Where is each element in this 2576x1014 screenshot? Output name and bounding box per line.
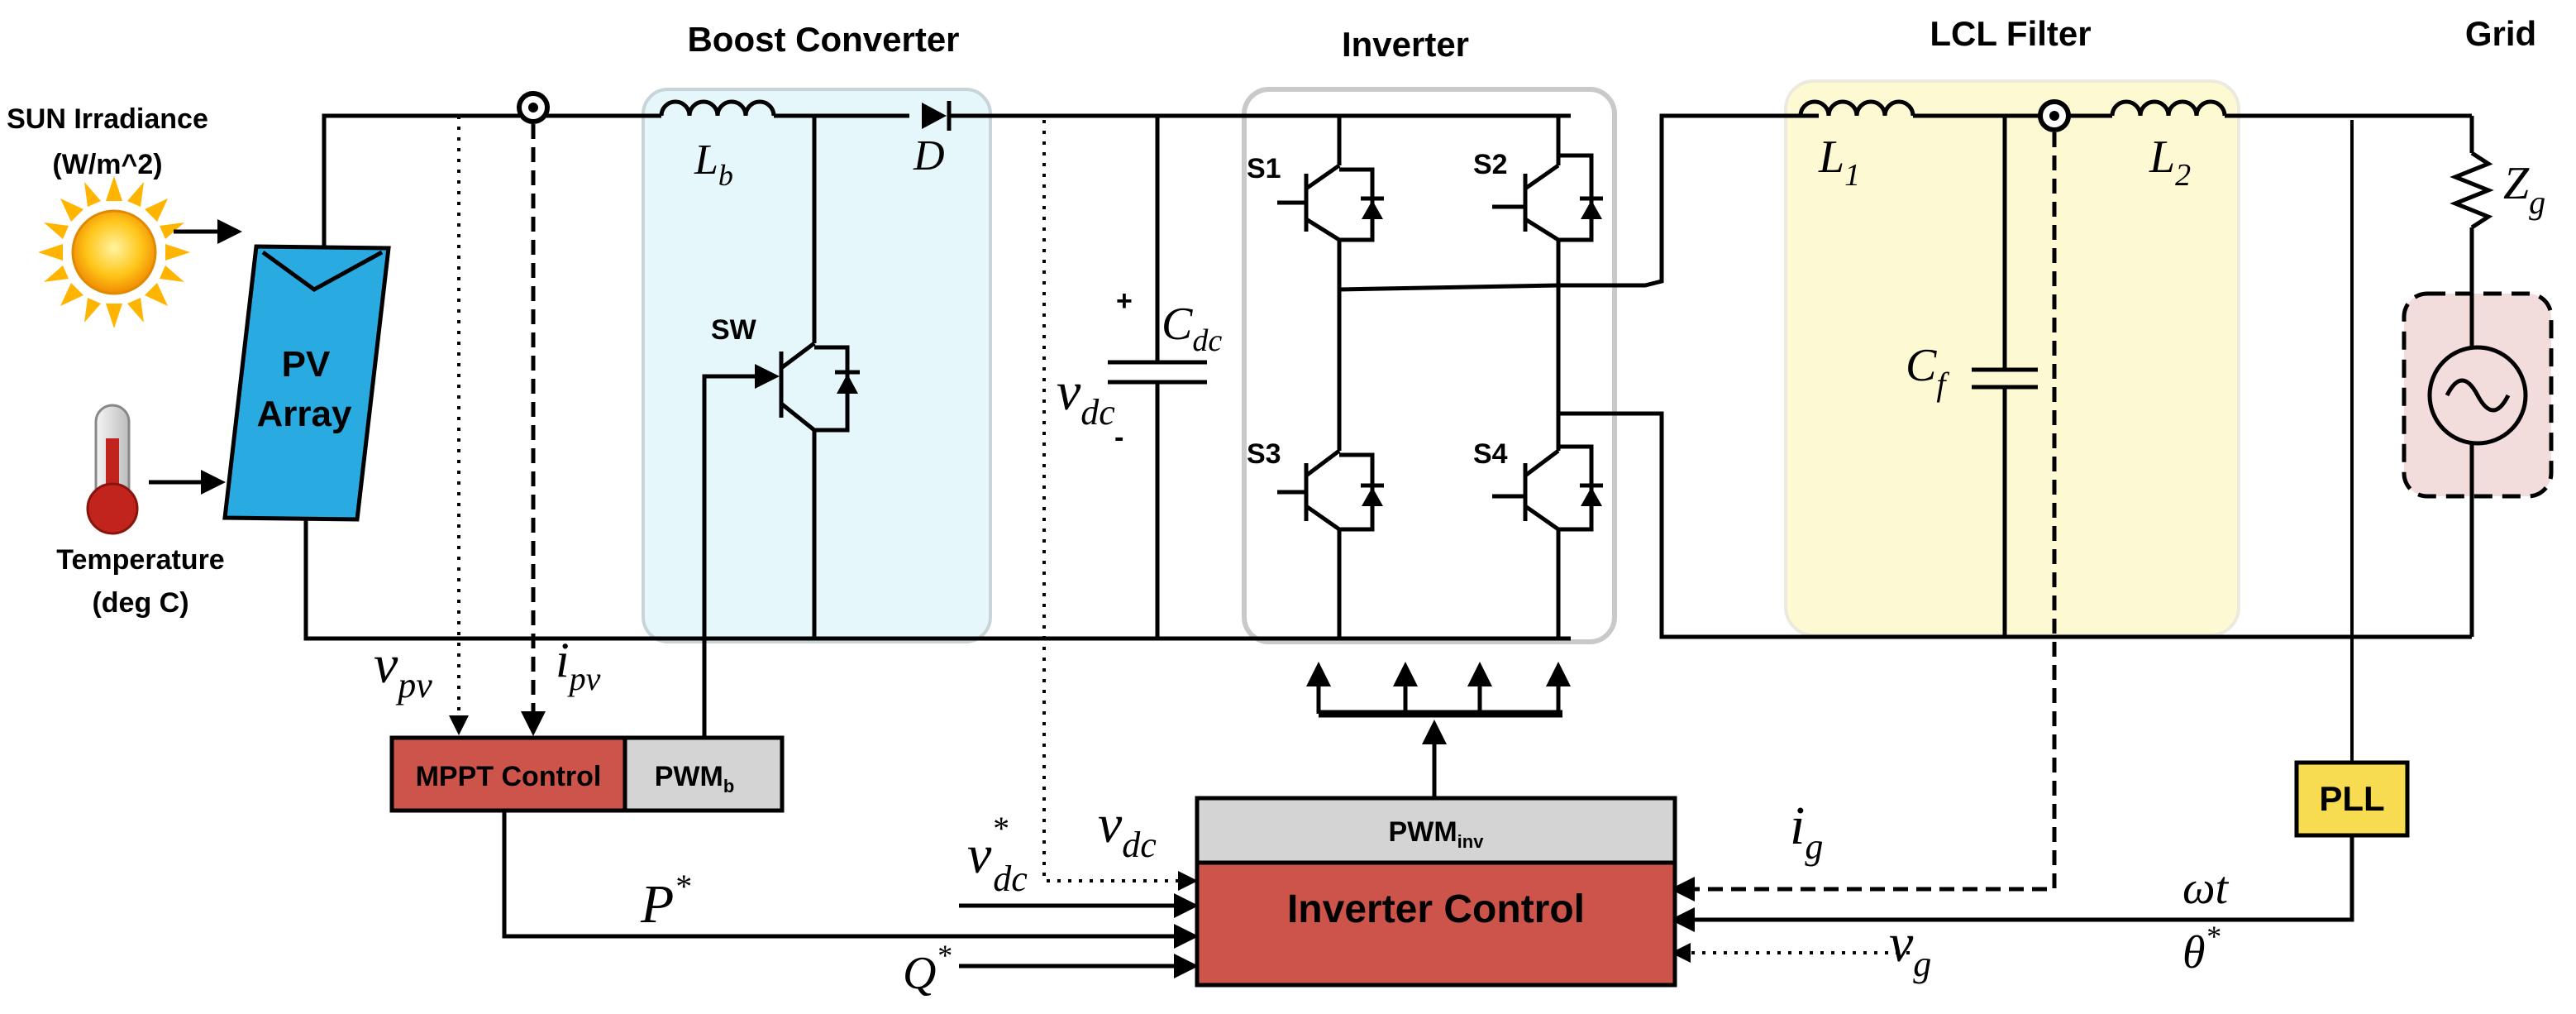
header-lcl-filter: LCL Filter	[1930, 14, 2091, 53]
sun-irradiance-unit: (W/m^2)	[52, 149, 162, 180]
igbt-s1-label: S1	[1247, 153, 1281, 184]
omega-t-label: ωt	[2182, 863, 2230, 914]
pv-array-label-line2: Array	[257, 394, 352, 434]
pv-positive-wire	[322, 113, 661, 246]
igbt-s3	[1277, 449, 1384, 532]
igbt-s2	[1492, 153, 1603, 242]
temperature-label: Temperature	[56, 544, 224, 576]
vg-label: vg	[1889, 913, 1931, 984]
boost-inductor	[659, 99, 776, 117]
p-ref-label: P*	[640, 868, 690, 935]
header-boost-converter: Boost Converter	[687, 20, 959, 59]
ipv-label: ipv	[556, 633, 601, 697]
boost-switch-label: SW	[711, 314, 757, 346]
header-inverter: Inverter	[1342, 25, 1469, 64]
temperature-unit: (deg C)	[92, 587, 188, 619]
filter-inductor-l2-label: L2	[2149, 132, 2191, 193]
grid-ac-source	[2427, 345, 2528, 446]
inverter-control-label: Inverter Control	[1287, 887, 1585, 931]
filter-inductor-l1-label: L1	[1818, 132, 1860, 193]
vdc-label: vdc	[1057, 361, 1115, 433]
vdc-measure-line	[1042, 120, 1198, 891]
pwm-inv-block	[1195, 796, 1677, 865]
theta-ref-label: θ*	[2182, 920, 2221, 978]
pll-block	[2294, 760, 2410, 838]
grid-impedance-label: Zg	[2503, 158, 2545, 221]
dc-link-minus: -	[1114, 422, 1123, 453]
igbt-s4-label: S4	[1473, 438, 1508, 470]
ig-label: ig	[1790, 796, 1823, 867]
pwm-inv-label: PWMinv	[1389, 816, 1485, 852]
igbt-s1	[1277, 163, 1384, 242]
inverter-leg-a-output	[1338, 113, 1819, 292]
igbt-s2-label: S2	[1473, 149, 1508, 180]
vdc-ref-label: v*dc	[967, 810, 1028, 899]
p-ref-wire	[502, 811, 1199, 949]
boost-inductor-label: Lb	[694, 136, 733, 192]
header-grid: Grid	[2465, 14, 2536, 53]
boost-diode-label: D	[913, 132, 945, 179]
boost-diode	[922, 101, 1157, 131]
filter-inductor-l1	[1798, 99, 1915, 117]
igbt-s4	[1492, 444, 1603, 532]
grid-impedance-zg	[2450, 151, 2494, 230]
vdc-meas-label: vdc	[1098, 794, 1157, 865]
igbt-s3-label: S3	[1247, 438, 1281, 470]
ig-measure-line	[1670, 132, 2057, 902]
boost-switch-sw	[779, 342, 860, 433]
pv-negative-wire	[303, 518, 1149, 641]
q-ref-label: Q*	[903, 939, 951, 999]
pv-array-label-line1: PV	[282, 344, 331, 385]
sun-irradiance-label: SUN Irradiance	[7, 103, 208, 135]
pwm-b-label: PWMb	[655, 761, 735, 796]
sun-icon	[38, 176, 190, 328]
mppt-control-block	[389, 735, 627, 813]
omega-t-wire	[1670, 835, 2354, 932]
boost-converter-region	[642, 88, 992, 643]
inverter-leg-b-output	[1558, 411, 1802, 639]
pwm-b-gate-wire	[702, 364, 780, 738]
vpv-label: vpv	[374, 634, 432, 705]
thermometer-icon	[86, 404, 139, 535]
pll-label: PLL	[2319, 779, 2384, 818]
inverter-region	[1242, 87, 1617, 644]
pv-array: PV Array	[222, 244, 391, 522]
filter-inductor-l2	[2110, 99, 2227, 117]
dc-link-capacitor-label: Cdc	[1162, 299, 1222, 358]
dc-link-plus: +	[1116, 285, 1133, 317]
pwm-b-block	[623, 735, 785, 813]
mppt-control-label: MPPT Control	[416, 761, 602, 792]
